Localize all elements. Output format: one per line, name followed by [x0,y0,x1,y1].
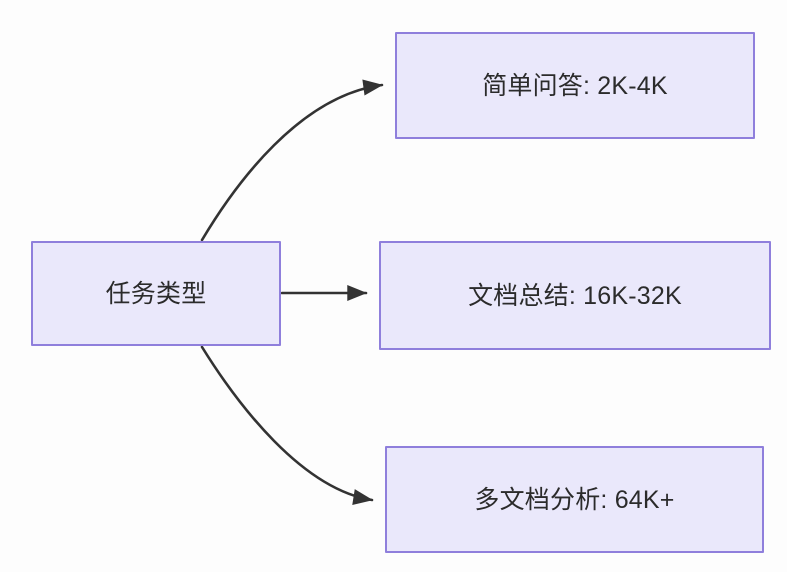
edge-root-to-multidoc [200,345,374,506]
node-doc-summary[interactable]: 文档总结: 16K-32K [379,241,771,350]
node-simple-qa-label: 简单问答: 2K-4K [482,71,668,100]
node-multidoc-analysis-label: 多文档分析: 64K+ [474,485,675,514]
node-root[interactable]: 任务类型 [31,241,281,346]
edge-root-to-simple [200,79,384,242]
node-simple-qa[interactable]: 简单问答: 2K-4K [395,32,755,139]
node-doc-summary-label: 文档总结: 16K-32K [468,281,682,310]
node-root-label: 任务类型 [105,279,207,308]
node-multidoc-analysis[interactable]: 多文档分析: 64K+ [385,446,764,553]
